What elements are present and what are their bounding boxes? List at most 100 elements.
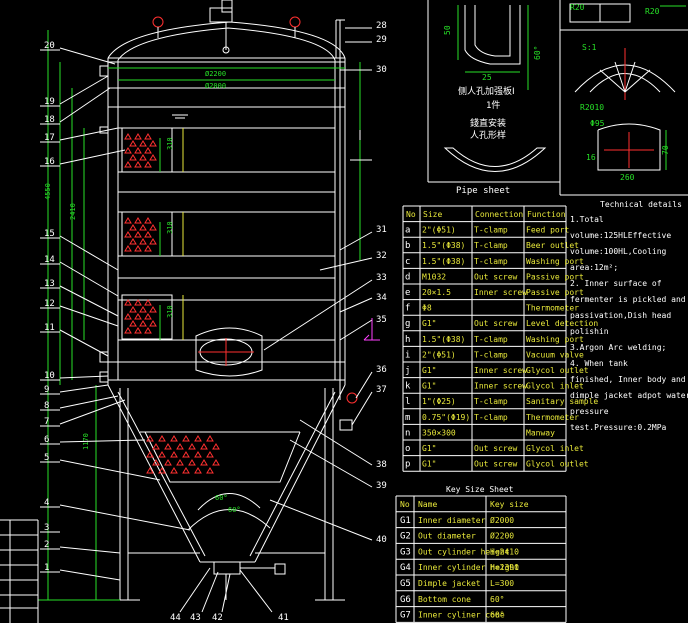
table-cell: Glycol outlet [526,366,589,375]
table-cell: T-clamp [474,241,508,250]
table-cell: G1" [422,366,436,375]
dimple-mark [139,320,147,327]
dimple-mark [139,224,147,231]
dimple-mark [194,451,202,458]
table-cell: p [405,460,410,470]
table-cell: G1" [422,444,436,453]
key-header: Name [418,500,437,509]
svg-text:2410: 2410 [69,203,77,220]
svg-text:25: 25 [482,73,492,82]
svg-text:70: 70 [661,145,670,155]
key-cell: Out cylinder height [418,547,510,556]
key-cell: H=2410 [490,547,519,556]
table-cell: h [405,335,410,345]
dimple-mark [200,443,208,450]
technical-line: area:12m²; [570,263,618,272]
dimple-mark [124,133,132,140]
dimple-mark [144,327,152,334]
svg-text:R20: R20 [645,7,660,16]
table-cell: g [405,319,410,329]
detail-title-3: 錢直安装 [470,117,506,129]
table-cell: Φ8 [422,304,432,313]
dimple-mark [170,435,178,442]
callout-left: 13 [44,279,55,289]
dim-angle-outer: 60° [215,494,228,502]
table-cell: Passive port [526,272,584,281]
key-cell: Ø2000 [490,515,514,525]
key-size-title: Key Size Sheet [446,485,514,494]
technical-line: fermenter is pickled and [570,295,686,304]
table-cell: T-clamp [474,397,508,406]
dimple-mark [139,154,147,161]
svg-text:R2010: R2010 [580,103,604,112]
technical-line: 2. Inner surface of [570,279,662,288]
pipe-sheet-label: Pipe sheet [456,186,510,196]
key-cell: L=300 [490,579,514,588]
callout-right: 36 [376,365,387,375]
table-cell: Inner screw [474,382,527,391]
dimple-mark [149,224,157,231]
table-cell: e [405,288,410,298]
dimple-mark [124,147,132,154]
dimple-mark [124,245,132,252]
detail-panel-manway: 50 60° 25 侧人孔加强板Ⅰ 1件 錢直安装 人孔形样 Pipe shee… [427,0,561,196]
table-cell: 20×1.5 [422,288,451,297]
technical-line: 4. When tank [570,359,628,368]
key-cell: 60° [490,595,504,604]
dimple-mark [188,443,196,450]
dimple-mark [144,161,152,168]
dim-outer-diameter: Ø2200 [205,70,226,78]
callout-right: 31 [376,225,387,235]
dimple-mark [149,320,157,327]
callout-left: 5 [44,453,49,463]
detail-panel-flange: R20 R20 R2010 Φ95 16 260 70 S:1 [560,3,688,196]
table-cell: Washing port [526,257,584,266]
dimple-mark [144,245,152,252]
callout-left: 8 [44,401,49,411]
dimple-mark [139,238,147,245]
dimple-mark [129,320,137,327]
dimple-mark [134,231,142,238]
dimple-mark [134,327,142,334]
svg-text:S:1: S:1 [582,43,597,52]
table-cell: Washing port [526,335,584,344]
table-cell: c [405,257,410,267]
key-cell: Out diameter [418,532,476,541]
dimple-mark [124,327,132,334]
callout-bottom: 44 [170,613,181,623]
table-cell: Out screw [474,460,518,469]
svg-text:60°: 60° [533,46,542,60]
callout-right: 34 [376,293,387,303]
dimple-mark [164,443,172,450]
technical-line: volume:125HLEffective [570,231,671,240]
dimple-mark [200,459,208,466]
technical-line: test.Pressure:0.2MPa [570,423,667,432]
callout-left: 6 [44,435,49,445]
callout-bottom: 42 [212,613,223,623]
dimple-mark [170,467,178,474]
dimple-mark [134,245,142,252]
table-cell: Out screw [474,319,518,328]
key-cell: Inner cylinder height [418,563,519,572]
table-cell: 1.5"(Φ38) [422,241,465,250]
table-cell: Manway [526,428,555,437]
callout-right: 29 [376,35,387,45]
dimple-mark [124,161,132,168]
table-cell: k [405,382,411,392]
dimple-mark [146,435,154,442]
detail-title-4: 人孔形样 [470,129,506,141]
svg-text:50: 50 [443,25,452,35]
callout-right: 32 [376,251,387,261]
table-cell: 1"(Φ25) [422,397,456,406]
table-cell: i [405,350,410,360]
svg-text:R20: R20 [570,3,585,12]
dimple-mark [182,435,190,442]
table-cell: Beer outlet [526,241,579,250]
technical-line: polishin [570,327,609,336]
dimple-mark [124,299,132,306]
table-header: Function [527,210,566,219]
technical-title: Technical details [600,200,682,209]
callout-left: 4 [44,498,49,508]
